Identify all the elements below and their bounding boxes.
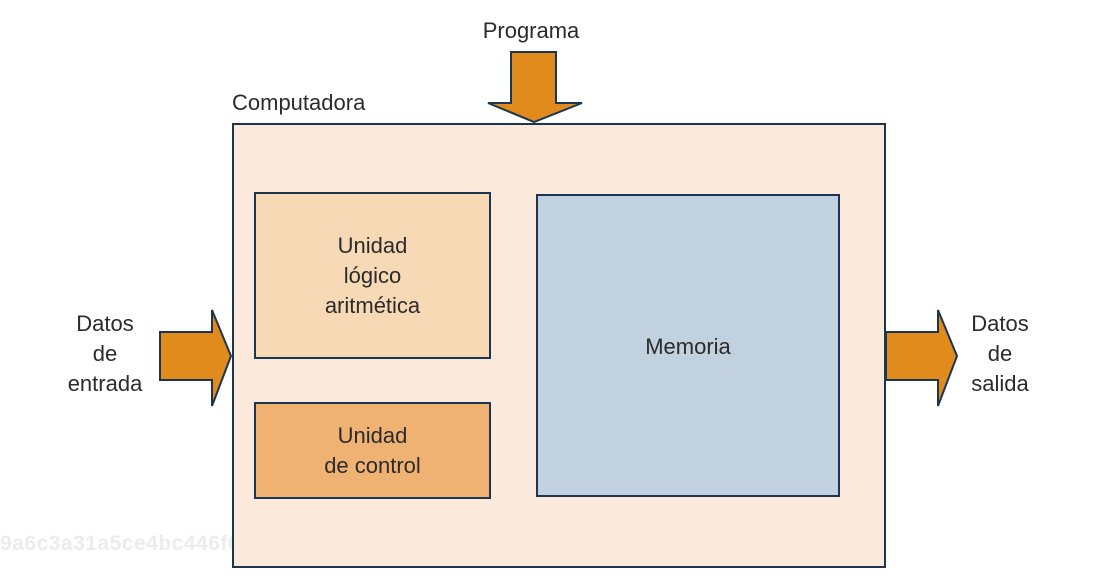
memory-label: Memoria <box>645 333 731 359</box>
program-label: Programa <box>482 18 580 43</box>
watermark-text: 9a6c3a31a5ce4bc446f6c7 <box>0 532 265 555</box>
control-unit-label: Unidad de control <box>324 422 421 478</box>
computer-label: Computadora <box>232 90 366 115</box>
input-data-label: Datos de entrada <box>67 311 143 396</box>
memory-box: Memoria <box>536 194 840 497</box>
input-arrow-icon <box>159 309 233 407</box>
output-arrow-icon <box>885 309 959 407</box>
control-unit-box: Unidad de control <box>254 402 491 499</box>
alu-box: Unidad lógico aritmética <box>254 192 491 359</box>
alu-label: Unidad lógico aritmética <box>324 232 421 318</box>
output-data-label: Datos de salida <box>971 311 1029 396</box>
program-arrow-icon <box>487 51 583 124</box>
